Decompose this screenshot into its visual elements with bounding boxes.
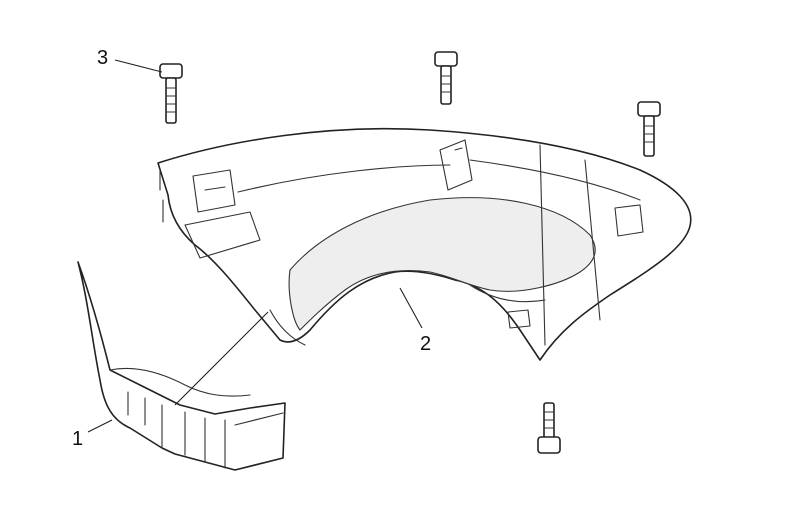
bolt-bottom [537,402,561,454]
callout-2: 2 [420,333,431,355]
part-2-cover [157,127,692,361]
bolt-top-right [637,101,661,157]
leader-lines [87,59,423,433]
bolt-top-left [159,63,183,124]
part-1-mud-flap [77,261,286,471]
bolt-top-center [434,51,458,105]
leader-2 [399,287,423,329]
leader-3 [114,59,163,73]
callout-3: 3 [97,47,108,69]
leader-1 [87,419,113,433]
callout-1: 1 [72,428,83,450]
leader-1b [174,311,269,406]
